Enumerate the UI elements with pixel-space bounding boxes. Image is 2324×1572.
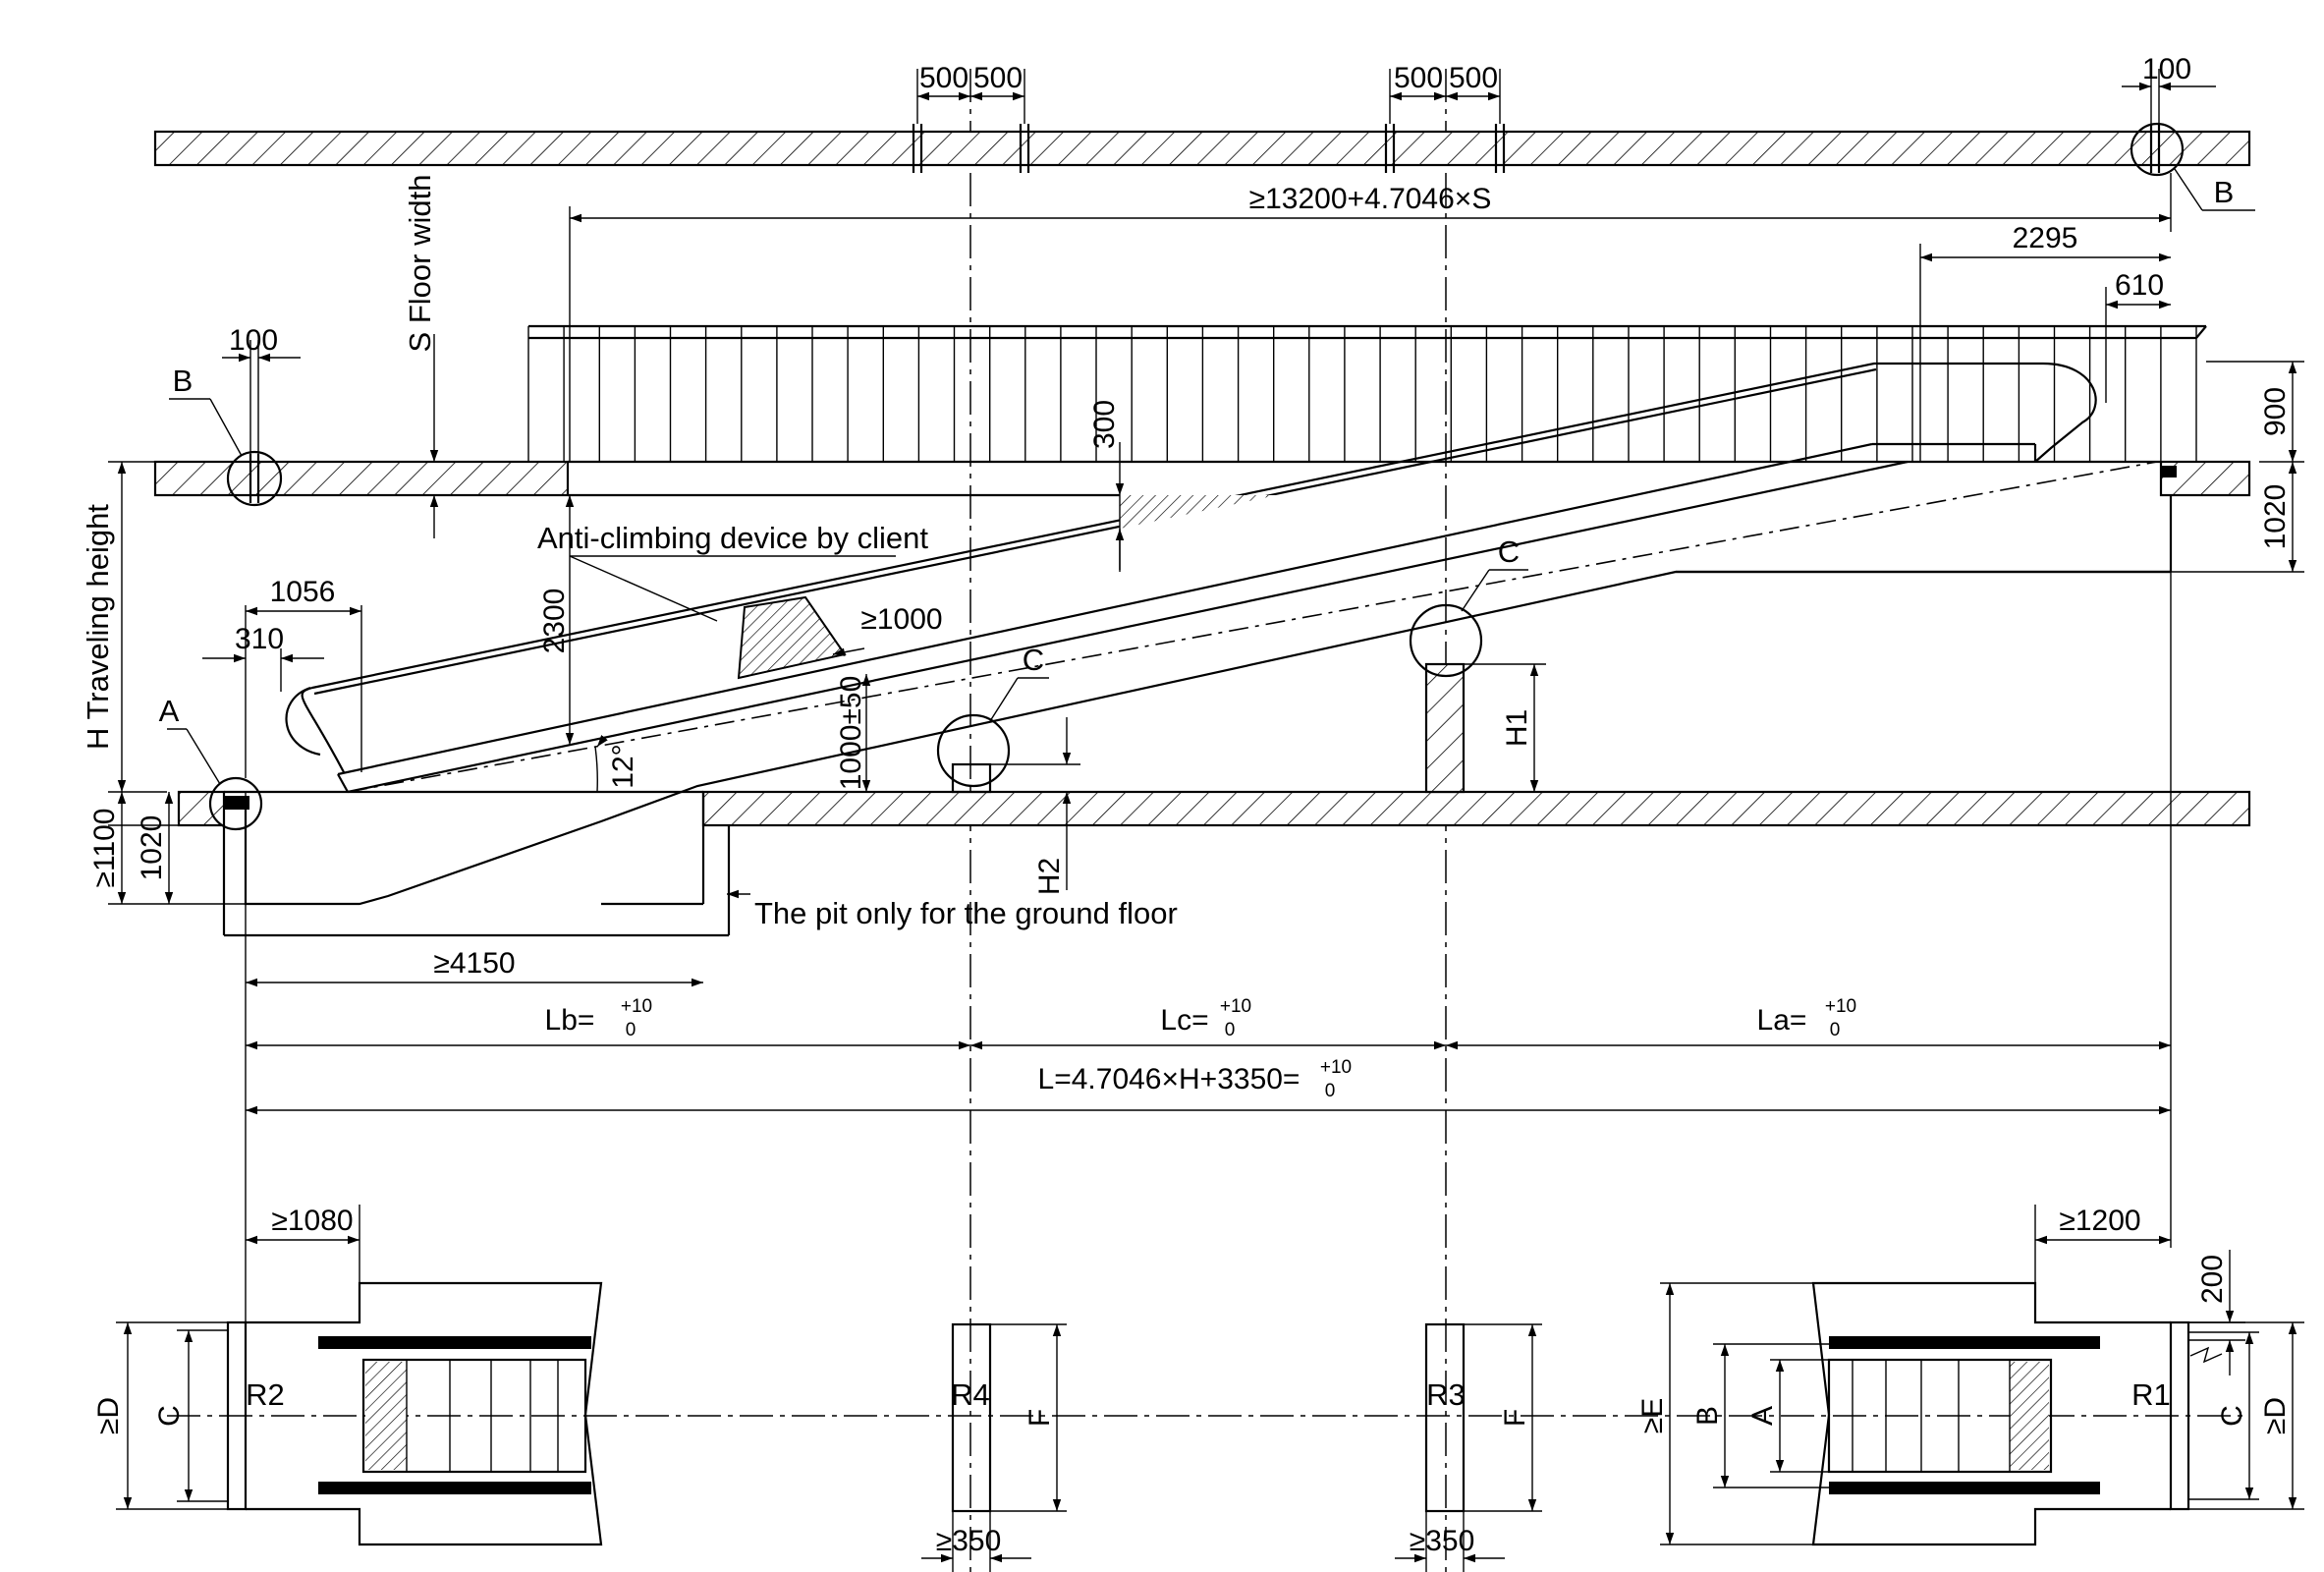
- upper-floor-left: [153, 460, 570, 497]
- dim-h2: H2: [1033, 858, 1066, 895]
- handrail: [301, 362, 2097, 773]
- tol-lc-zero: 0: [1225, 1020, 1236, 1040]
- dim-pit-1020: 1020: [136, 815, 168, 881]
- tol-lb-plus: +10: [621, 996, 652, 1017]
- angle-indicator: 12°: [594, 735, 639, 793]
- dim-top-100-right: 100: [2142, 53, 2191, 85]
- dim-h1: H1: [1501, 709, 1533, 747]
- plan-label-r3: R3: [1426, 1377, 1466, 1412]
- dim-height-1000-50: 1000±50: [835, 676, 867, 791]
- support-r3: C H1: [1409, 534, 1546, 794]
- dim-clearance-2300: 2300: [538, 589, 571, 654]
- plan-label-left-d: ≥D: [92, 1397, 125, 1434]
- dim-plan-350-a: ≥350: [936, 1525, 1002, 1557]
- detail-b-circle-left: [226, 450, 283, 507]
- detail-c-label-mid: C: [1023, 643, 1044, 677]
- travel-height-dimension: H Traveling height: [81, 461, 250, 793]
- plan-label-b: B: [1691, 1406, 1724, 1426]
- length-dimensions: Lb= +10 0 Lc= +10 0 La= +10 0 L=4.7046×H…: [245, 495, 2172, 1415]
- plan-label-r2: R2: [246, 1377, 285, 1412]
- plan-upper-end: ≥1200 R1 200 C ≥D ≥E B: [1636, 1205, 2304, 1546]
- tol-total-zero: 0: [1325, 1081, 1336, 1101]
- dim-lower-310: 310: [235, 623, 284, 655]
- plan-label-r1: R1: [2131, 1377, 2171, 1412]
- dim-pit-1100: ≥1100: [88, 809, 121, 888]
- plan-label-left-c: C: [153, 1405, 186, 1427]
- upper-floor-slab: [153, 450, 2251, 572]
- plan-lower-end: ≥1080 R2 ≥D C: [92, 1205, 603, 1546]
- detail-a-circle: [208, 776, 263, 831]
- plan-label-right-d: ≥D: [2259, 1397, 2292, 1434]
- plan-support-r4: R4 F ≥350: [921, 1322, 1067, 1572]
- dim-angle-12: 12°: [607, 744, 639, 788]
- pit: The pit only for the ground floor ≥1100 …: [88, 792, 1178, 987]
- left-dim-100: 100 B: [169, 324, 301, 457]
- plan-label-right-c: C: [2216, 1405, 2248, 1427]
- dim-la: La=: [1757, 1004, 1807, 1037]
- label-travel-height: H Traveling height: [81, 504, 115, 750]
- dim-right-900: 900: [2259, 387, 2292, 436]
- dim-lower-1056: 1056: [270, 576, 336, 608]
- plan-label-e: ≥E: [1636, 1398, 1669, 1433]
- dim-anti-1000: ≥1000: [860, 603, 942, 636]
- detail-b-label-left: B: [173, 364, 194, 398]
- detail-c-circle-right: [1409, 603, 1483, 678]
- clearance-2300: 2300: [538, 495, 575, 745]
- plan-label-a: A: [1746, 1406, 1779, 1426]
- tol-lb-zero: 0: [626, 1020, 636, 1040]
- detail-c-circle-mid: [936, 713, 1011, 788]
- tol-lc-plus: +10: [1220, 996, 1251, 1017]
- lower-floor-right: [701, 790, 2251, 827]
- dim-lc: Lc=: [1160, 1004, 1208, 1037]
- clearance-300: 300: [1088, 400, 1277, 572]
- upper-railing: [528, 324, 2207, 340]
- dim-top-500-b1: 500: [1394, 62, 1443, 94]
- dim-plan-200: 200: [2196, 1255, 2229, 1304]
- ceiling-slab: [153, 130, 2251, 167]
- tol-total-plus: +10: [1320, 1057, 1352, 1078]
- floor-width-dimension: S Floor width: [403, 175, 439, 538]
- height-1000-50: 1000±50: [835, 674, 871, 792]
- dim-total-length: L=4.7046×H+3350=: [1038, 1063, 1300, 1095]
- working-line: [347, 461, 2158, 793]
- dim-overall-top: ≥13200+4.7046×S: [1249, 183, 1492, 215]
- right-vertical-dimensions: 900 1020: [2171, 361, 2304, 573]
- dim-right-1020: 1020: [2259, 484, 2292, 550]
- dim-plan-1080: ≥1080: [271, 1205, 353, 1237]
- detail-c-label-right: C: [1498, 534, 1520, 569]
- dim-top-500-a1: 500: [919, 62, 968, 94]
- label-pit-note: The pit only for the ground floor: [754, 896, 1178, 930]
- anti-climbing-device: Anti-climbing device by client ≥1000: [537, 521, 943, 680]
- truss-bottom: [244, 570, 2171, 906]
- tol-la-plus: +10: [1825, 996, 1856, 1017]
- dim-plan-350-b: ≥350: [1410, 1525, 1475, 1557]
- detail-a-label: A: [159, 694, 180, 728]
- detail-b-label-right: B: [2214, 175, 2235, 209]
- dim-left-100: 100: [229, 324, 278, 357]
- dim-upper-610: 610: [2115, 269, 2164, 302]
- dim-plan-1200: ≥1200: [2059, 1205, 2140, 1237]
- dim-upper-2295: 2295: [2013, 222, 2078, 254]
- support-r4: C H2: [936, 643, 1080, 895]
- dim-clearance-300: 300: [1088, 400, 1121, 449]
- dim-pit-4150: ≥4150: [433, 947, 515, 980]
- label-floor-width: S Floor width: [403, 175, 437, 353]
- detail-b-circle-right: [2130, 122, 2185, 177]
- dim-lb: Lb=: [545, 1004, 595, 1037]
- top-dimensions: 500 500 500 500 100 B ≥13200+4.7046×S 22…: [569, 53, 2255, 462]
- plan-support-r3: R3 F ≥350: [1395, 1322, 1542, 1572]
- upper-ceiling-slab: [153, 122, 2251, 177]
- railing-posts: [527, 326, 2197, 462]
- dim-top-500-b2: 500: [1449, 62, 1498, 94]
- lower-end-dimensions: 1056 310: [202, 576, 362, 778]
- lower-floor-slab: A: [159, 694, 2251, 831]
- plan-label-f-r3: F: [1499, 1409, 1531, 1427]
- dim-top-500-a2: 500: [973, 62, 1023, 94]
- escalator-truss: [244, 362, 2171, 906]
- plan-label-r4: R4: [951, 1377, 990, 1412]
- label-anti-climbing: Anti-climbing device by client: [537, 521, 928, 555]
- tol-la-zero: 0: [1830, 1020, 1841, 1040]
- plan-label-f-r4: F: [1024, 1409, 1056, 1427]
